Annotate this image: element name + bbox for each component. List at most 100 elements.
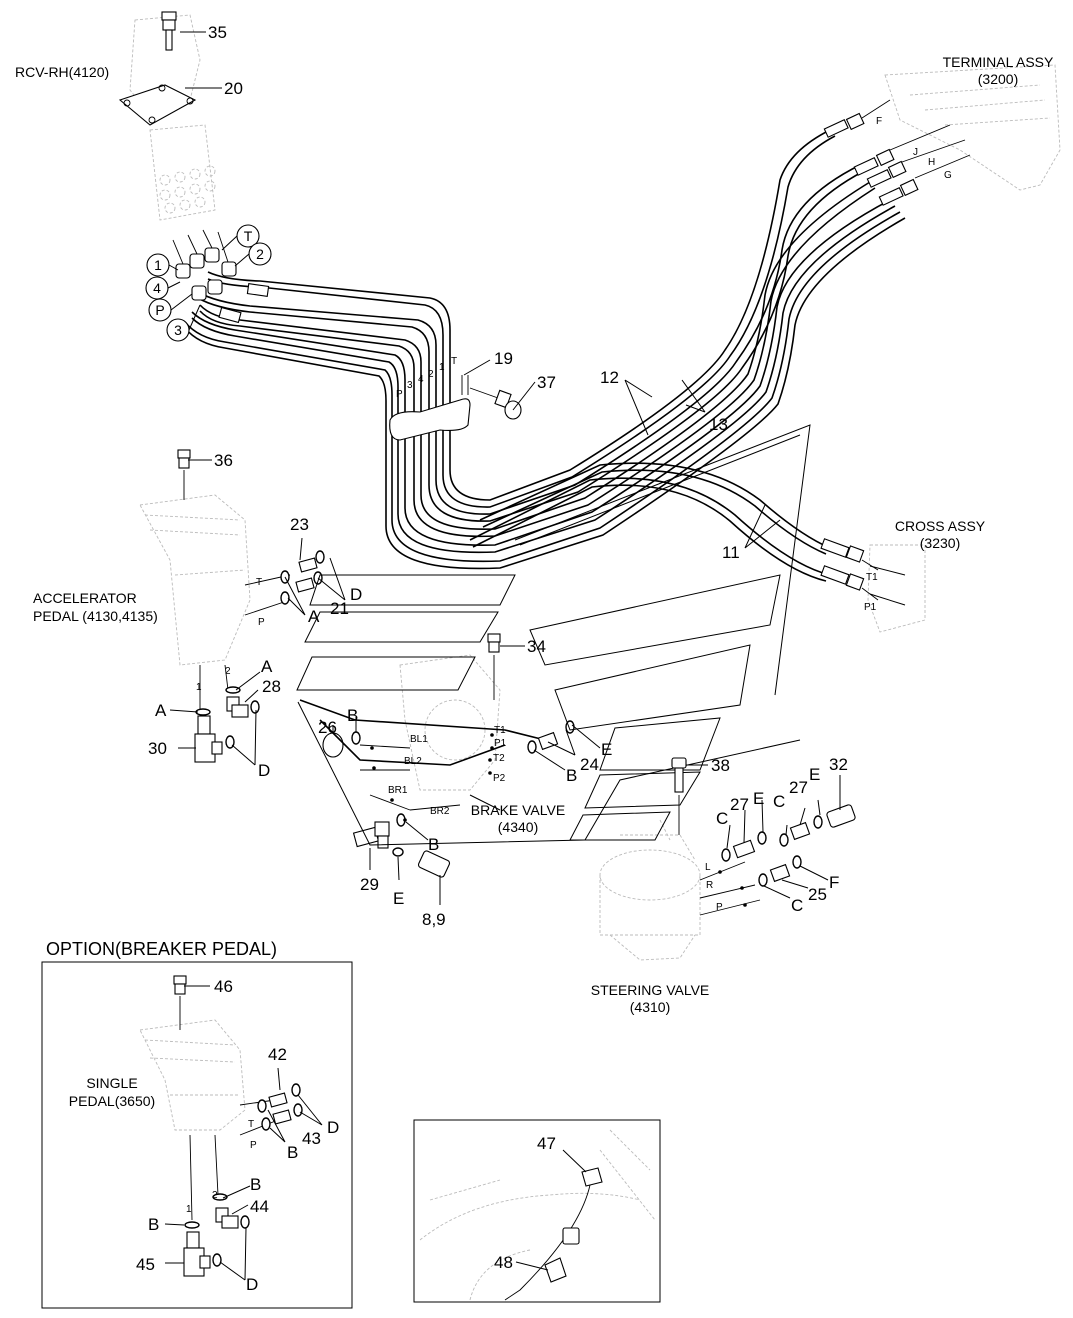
bolt-38 xyxy=(671,757,687,835)
accel-port-p: P xyxy=(258,617,265,628)
rcv-rh-ghost xyxy=(118,14,216,221)
clamp-19 xyxy=(389,375,471,441)
tube-letter-1: 1 xyxy=(439,362,445,373)
part-number-45: 45 xyxy=(136,1255,155,1274)
steering-valve-ghost xyxy=(599,819,701,961)
seal-letter-e-steer2: E xyxy=(809,765,820,784)
part-number-12: 12 xyxy=(600,368,619,387)
tube-letter-t: T xyxy=(451,356,457,367)
accel-port-t: T xyxy=(256,577,262,588)
steering-port-l: L xyxy=(705,862,711,873)
brake-fittings xyxy=(299,633,575,878)
part-number-27-right: 27 xyxy=(789,778,808,797)
option-title: OPTION(BREAKER PEDAL) xyxy=(46,939,277,959)
part-number-46: 46 xyxy=(214,977,233,996)
brake-port-p2: P2 xyxy=(493,773,506,784)
terminal-assy-label: TERMINAL ASSY xyxy=(943,54,1054,70)
part-number-36: 36 xyxy=(214,451,233,470)
option-port-2: 2 xyxy=(212,1190,218,1201)
option-leaders xyxy=(164,985,323,1281)
bolt-37 xyxy=(469,387,522,420)
part-number-32: 32 xyxy=(829,755,848,774)
brake-line-br1: BR1 xyxy=(388,785,408,796)
option-frame xyxy=(41,961,353,1309)
hose-letter-j: J xyxy=(913,147,918,158)
hose-letter-t1: T1 xyxy=(866,572,878,583)
port-label-1: 1 xyxy=(154,257,162,273)
part-number-43: 43 xyxy=(302,1129,321,1148)
single-pedal-label: SINGLE xyxy=(86,1075,137,1091)
option-seal-d-upper: D xyxy=(327,1118,339,1137)
part-number-11: 11 xyxy=(722,543,740,562)
port-circles xyxy=(145,224,272,342)
single-pedal-ghost xyxy=(139,975,303,1277)
part-number-37: 37 xyxy=(537,373,556,392)
part-number-27-left: 27 xyxy=(730,795,749,814)
part-number-30: 30 xyxy=(148,739,167,758)
detail-frame xyxy=(413,1119,661,1303)
terminal-assy-ghost xyxy=(884,64,1061,191)
rcv-port-fittings xyxy=(172,229,270,324)
part-number-21: 21 xyxy=(330,599,349,618)
part-number-38: 38 xyxy=(711,756,730,775)
steering-port-p: P xyxy=(716,902,723,913)
accelerator-fittings xyxy=(177,449,325,763)
steering-valve-label: STEERING VALVE xyxy=(591,982,710,998)
leader-lines xyxy=(169,31,906,905)
seal-letter-d-lower: D xyxy=(258,761,270,780)
hose-bundle xyxy=(184,129,906,570)
brake-line-bl1: BL1 xyxy=(410,734,428,745)
option-seal-b-upper: B xyxy=(287,1143,298,1162)
tube-letter-p: P xyxy=(396,389,403,400)
option-port-t: T xyxy=(248,1119,254,1130)
cross-assy-label: CROSS ASSY xyxy=(895,518,986,534)
brake-port-t1: T1 xyxy=(494,725,506,736)
accelerator-pedal-label: ACCELERATOR xyxy=(33,590,137,606)
tube-letter-3: 3 xyxy=(407,380,413,391)
tube-letter-2: 2 xyxy=(428,369,434,380)
port-label-3: 3 xyxy=(174,322,182,338)
seal-letter-c-1: C xyxy=(716,809,728,828)
part-number-20: 20 xyxy=(224,79,243,98)
port-label-t: T xyxy=(244,228,253,244)
accelerator-pedal-code: PEDAL (4130,4135) xyxy=(33,608,158,624)
part-number-42: 42 xyxy=(268,1045,287,1064)
seal-letter-b-lower: B xyxy=(428,835,439,854)
part-number-34: 34 xyxy=(527,637,546,656)
terminal-assy-code: (3200) xyxy=(978,71,1018,87)
hose-letter-f: F xyxy=(876,116,882,127)
seal-letter-a-port1: A xyxy=(155,701,167,720)
brake-port-t2: T2 xyxy=(493,753,505,764)
option-seal-d-lower: D xyxy=(246,1275,258,1294)
bolt-35 xyxy=(161,11,177,51)
cross-hoses xyxy=(469,462,831,582)
steering-port-r: R xyxy=(706,880,713,891)
seal-letter-d-accel: D xyxy=(350,585,362,604)
part-number-35: 35 xyxy=(208,23,227,42)
steering-fittings xyxy=(699,804,856,916)
seal-letter-f: F xyxy=(829,873,839,892)
detail-ghost xyxy=(419,1129,656,1301)
port-label-p: P xyxy=(155,302,164,318)
hose-fittings-terminal xyxy=(823,99,971,206)
part-number-47: 47 xyxy=(537,1134,556,1153)
part-number-29: 29 xyxy=(360,875,379,894)
hose-letter-g: G xyxy=(944,170,952,181)
accel-port-2: 2 xyxy=(225,666,231,677)
hose-letter-p1: P1 xyxy=(864,602,877,613)
part-number-8-9: 8,9 xyxy=(422,910,446,929)
rcv-rh-label: RCV-RH(4120) xyxy=(15,64,109,80)
seal-letter-e-steer1: E xyxy=(753,789,764,808)
seal-letter-e-lower: E xyxy=(393,889,404,908)
option-seal-b-port1: B xyxy=(148,1215,159,1234)
seal-letter-b-top: B xyxy=(347,706,358,725)
port-label-2: 2 xyxy=(256,246,264,262)
tube-letter-4: 4 xyxy=(418,374,424,385)
brake-port-p1: P1 xyxy=(494,738,507,749)
part-number-26: 26 xyxy=(318,718,337,737)
bracket-outlines xyxy=(296,424,811,846)
brake-valve-label: BRAKE VALVE xyxy=(471,802,565,818)
part-number-44: 44 xyxy=(250,1197,269,1216)
hose-fittings-cross xyxy=(820,538,879,601)
accelerator-pedal-ghost xyxy=(139,494,251,666)
